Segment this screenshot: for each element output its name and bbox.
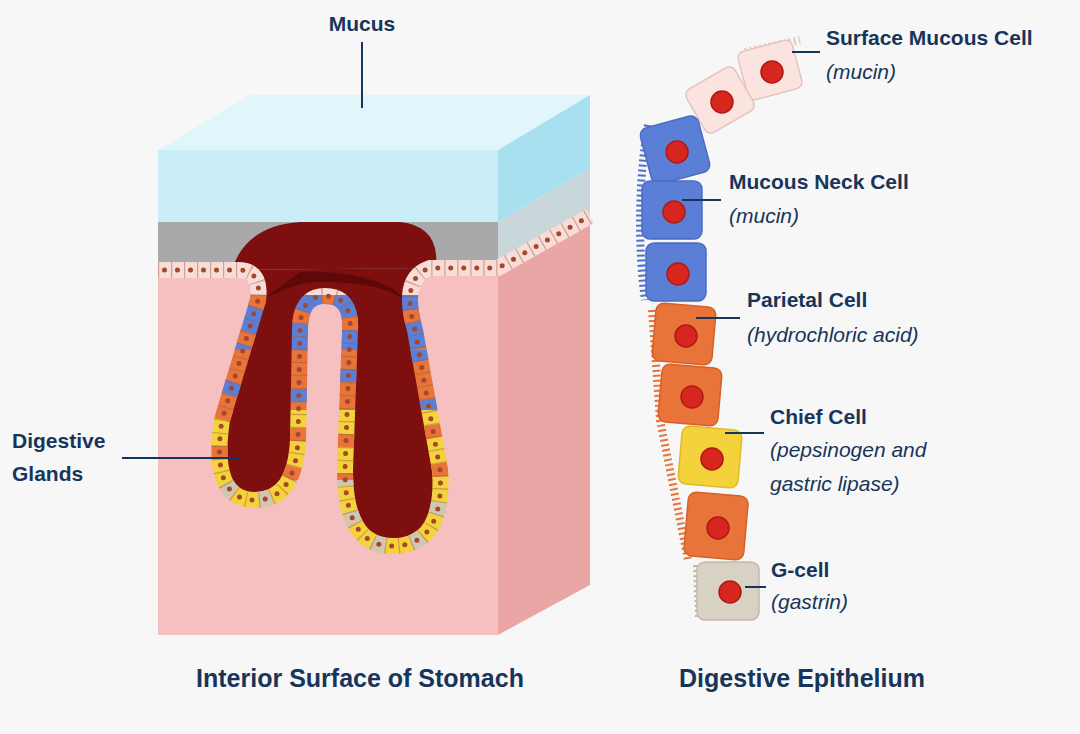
parietal-cell — [683, 492, 748, 561]
nucleus — [681, 386, 703, 408]
leader-line — [682, 199, 721, 201]
neck-epithelium — [158, 295, 590, 350]
parietal-epithelium — [158, 410, 590, 480]
parietal-epithelium — [158, 350, 590, 410]
chief-epithelium — [158, 410, 590, 480]
secretion-label: (mucin) — [826, 55, 1026, 89]
nucleus — [761, 61, 783, 83]
nucleus — [667, 263, 689, 285]
nucleus — [666, 141, 688, 163]
cell-name: Chief Cell — [770, 400, 1070, 434]
parietal-epithelium — [158, 295, 590, 350]
panel-caption: Interior Surface of Stomach — [150, 661, 570, 695]
mucous-neck-cell — [642, 181, 702, 239]
nucleus — [701, 448, 723, 470]
part-label: Mucus — [302, 7, 422, 41]
leader-line — [745, 586, 766, 588]
chief-epithelium — [158, 480, 590, 546]
chief-cell — [678, 425, 743, 488]
part-label: Digestive Glands — [12, 424, 142, 490]
mucous-neck-cell — [646, 243, 706, 301]
g-cell-epithelium — [158, 480, 590, 546]
parietal-cell — [652, 302, 717, 365]
nucleus — [663, 201, 685, 223]
secretion-label: (gastrin) — [771, 585, 971, 619]
panel-caption: Digestive Epithelium — [637, 661, 967, 695]
nucleus — [675, 325, 697, 347]
cell-borders — [158, 216, 590, 546]
nucleus — [707, 517, 729, 539]
leader-line — [792, 51, 820, 53]
cell-nuclei — [158, 216, 590, 546]
leader-line — [696, 317, 740, 319]
nucleus — [719, 581, 741, 603]
tissue-side — [498, 216, 590, 635]
tissue-front — [158, 270, 498, 635]
nucleus — [711, 91, 733, 113]
surface-epithelium — [158, 216, 590, 295]
leader-line — [725, 432, 764, 434]
gland-opening — [232, 222, 436, 270]
cell-name: Parietal Cell — [747, 283, 1047, 317]
secretion-label: (pepsinogen and gastric lipase) — [770, 433, 985, 501]
cell-name: G-cell — [771, 553, 971, 587]
parietal-cell — [658, 363, 723, 426]
leader-line — [361, 42, 363, 108]
leader-line — [122, 457, 240, 459]
g-cell — [697, 562, 759, 620]
mucus-front — [158, 150, 498, 222]
secretion-label: (hydrochloric acid) — [747, 318, 1067, 352]
neck-epithelium — [158, 350, 590, 410]
secretion-label: (mucin) — [729, 199, 929, 233]
cell-name: Surface Mucous Cell — [826, 21, 1076, 55]
cell-name: Mucous Neck Cell — [729, 165, 1029, 199]
mucous-neck-cell — [639, 114, 712, 186]
